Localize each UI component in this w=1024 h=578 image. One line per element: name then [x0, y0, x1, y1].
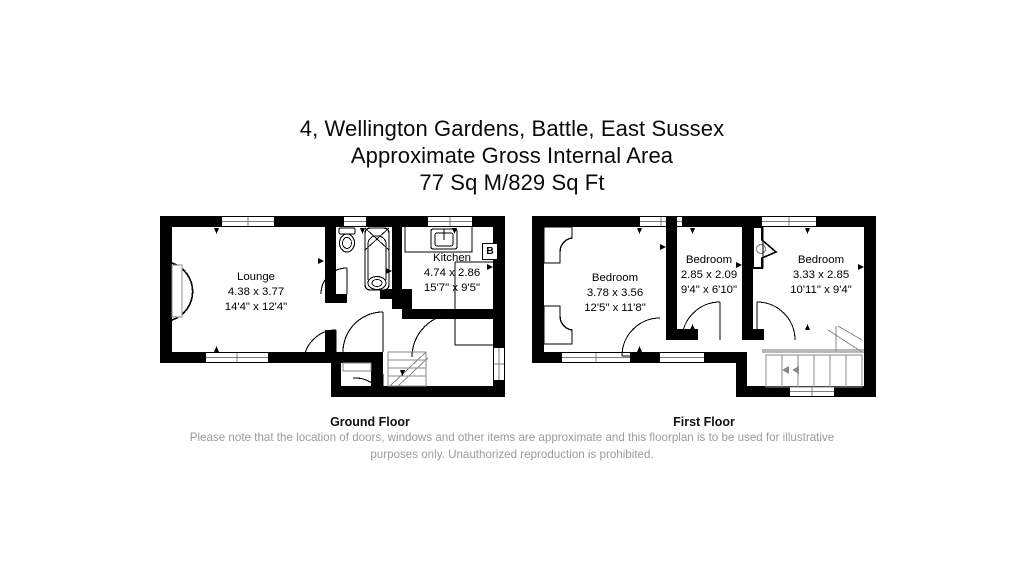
caption-ground-floor: Ground Floor: [330, 415, 410, 429]
ground-staircase: [387, 351, 429, 387]
room-label-lounge: Lounge 4.38 x 3.77 14'4" x 12'4": [208, 270, 304, 314]
room-name: Bedroom: [797, 254, 845, 266]
boiler-marker: B: [482, 243, 498, 260]
caption-first-floor: First Floor: [673, 415, 735, 429]
room-metric: 3.33 x 2.85: [792, 268, 850, 281]
bathroom-door: [320, 267, 348, 295]
hall-doors: [303, 311, 384, 398]
room-label-kitchen: Kitchen 4.74 x 2.86 15'7" x 9'5": [404, 251, 500, 295]
room-imperial: 14'4" x 12'4": [224, 300, 288, 313]
disclaimer-line-2: purposes only. Unauthorized reproduction…: [370, 447, 654, 461]
room-imperial: 15'7" x 9'5": [423, 281, 481, 294]
airing-cupboard: [752, 226, 778, 269]
bathroom-basin-fixture: [367, 275, 387, 291]
room-name: Bedroom: [685, 254, 733, 266]
bathtub-fixture: [364, 227, 390, 291]
room-metric: 2.85 x 2.09: [680, 268, 738, 281]
room-name: Bedroom: [591, 272, 639, 284]
disclaimer-note: Please note that the location of doors, …: [162, 430, 862, 464]
first-floor-staircase: [762, 325, 864, 388]
title-address: 4, Wellington Gardens, Battle, East Suss…: [299, 116, 725, 141]
kitchen-door: [411, 313, 456, 358]
page-title: 4, Wellington Gardens, Battle, East Suss…: [0, 116, 1024, 196]
room-imperial: 12'5" x 11'8": [584, 301, 646, 314]
kitchen-sink-fixture: [430, 228, 458, 250]
disclaimer-line-1: Please note that the location of doors, …: [189, 431, 835, 444]
room-name: Lounge: [236, 271, 275, 283]
room-name: Kitchen: [433, 252, 471, 264]
room-metric: 4.38 x 3.77: [227, 285, 285, 298]
room-imperial: 10'11" x 9'4": [790, 283, 852, 296]
room-metric: 3.78 x 3.56: [586, 286, 644, 299]
room-label-bedroom-1: Bedroom 3.78 x 3.56 12'5" x 11'8": [567, 271, 663, 315]
title-area-value: 77 Sq M/829 Sq Ft: [419, 169, 605, 195]
toilet-fixture: [338, 227, 356, 253]
room-label-bedroom-2: Bedroom 2.85 x 2.09 9'4" x 6'10": [665, 253, 753, 297]
title-area-caption: Approximate Gross Internal Area: [350, 142, 674, 168]
room-label-bedroom-3: Bedroom 3.33 x 2.85 10'11" x 9'4": [775, 253, 867, 297]
room-metric: 4.74 x 2.86: [423, 266, 481, 279]
room-imperial: 9'4" x 6'10": [680, 283, 738, 296]
